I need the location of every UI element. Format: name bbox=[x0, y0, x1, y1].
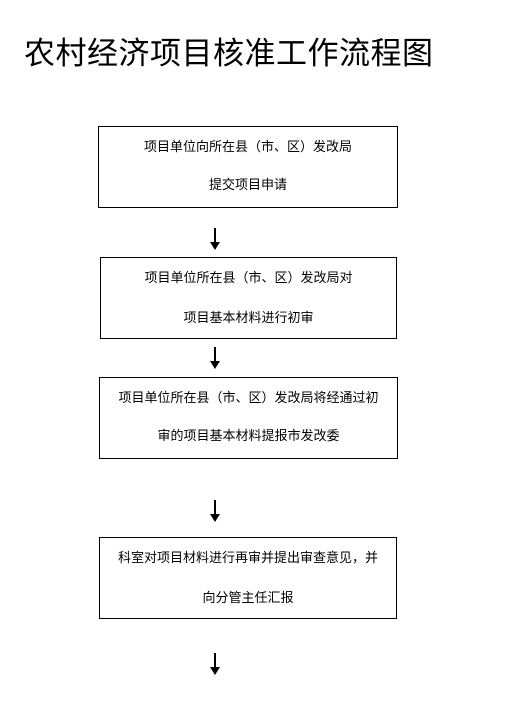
step-text-line-1: 科室对项目材料进行再审并提出审查意见，并 bbox=[117, 551, 378, 566]
step-text-line-2: 审的项目基本材料提报市发改委 bbox=[157, 429, 340, 444]
step-text-line-1: 项目单位所在县（市、区）发改局将经通过初 bbox=[118, 391, 379, 406]
step-text-line-2: 项目基本材料进行初审 bbox=[183, 311, 314, 326]
flow-step-department-re-review: 科室对项目材料进行再审并提出审查意见，并 向分管主任汇报 bbox=[99, 537, 397, 619]
flow-arrow-down-icon bbox=[209, 347, 221, 369]
flow-step-submit-to-city: 项目单位所在县（市、区）发改局将经通过初 审的项目基本材料提报市发改委 bbox=[99, 377, 398, 459]
flow-step-submit-application: 项目单位向所在县（市、区）发改局 提交项目申请 bbox=[98, 126, 398, 208]
step-text-line-1: 项目单位所在县（市、区）发改局对 bbox=[144, 271, 353, 286]
page-title: 农村经济项目核准工作流程图 bbox=[24, 36, 434, 72]
flow-arrow-down-icon bbox=[209, 228, 221, 250]
flow-arrow-down-icon bbox=[209, 653, 221, 675]
step-text-line-1: 项目单位向所在县（市、区）发改局 bbox=[143, 140, 352, 155]
step-text-line-2: 提交项目申请 bbox=[208, 178, 287, 193]
flow-step-county-preliminary-review: 项目单位所在县（市、区）发改局对 项目基本材料进行初审 bbox=[100, 257, 397, 339]
step-text-line-2: 向分管主任汇报 bbox=[202, 591, 294, 606]
flow-arrow-down-icon bbox=[209, 500, 221, 522]
